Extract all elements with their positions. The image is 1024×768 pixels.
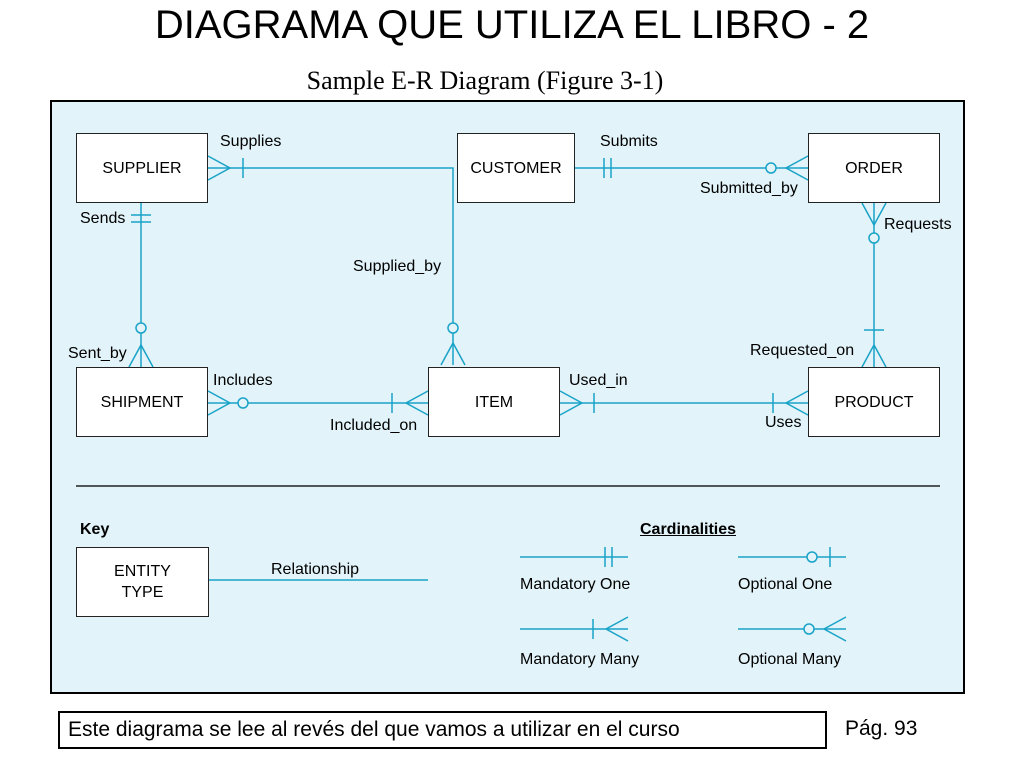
rel-order-product <box>861 202 887 368</box>
cardinalities-heading: Cardinalities <box>640 521 737 538</box>
key-entity-type: ENTITY TYPE <box>76 547 209 617</box>
entity-customer: CUSTOMER <box>457 133 575 203</box>
rel-shipment-item <box>207 390 429 416</box>
optional-many-label: Optional Many <box>738 651 842 668</box>
entity-supplier: SUPPLIER <box>76 133 208 203</box>
figure-subtitle: Sample E-R Diagram (Figure 3-1) <box>306 66 664 95</box>
label-used-in: Used_in <box>569 372 628 389</box>
rel-customer-order <box>575 155 809 181</box>
footer-note: Este diagrama se lee al revés del que va… <box>58 711 827 749</box>
key-relationship-label: Relationship <box>271 561 360 578</box>
label-sent-by: Sent_by <box>68 345 127 362</box>
rel-supplier-item <box>207 155 466 366</box>
label-supplied-by: Supplied_by <box>353 258 442 275</box>
label-uses: Uses <box>765 414 802 431</box>
optional-many-symbol <box>738 616 847 642</box>
mandatory-one-symbol <box>520 547 628 567</box>
optional-one-label: Optional One <box>738 576 833 593</box>
label-included-on: Included_on <box>330 417 418 434</box>
entity-item: ITEM <box>428 367 560 437</box>
key-heading: Key <box>80 521 110 538</box>
mandatory-many-label: Mandatory Many <box>520 651 640 668</box>
label-submits: Submits <box>600 133 658 150</box>
optional-one-symbol <box>738 547 846 567</box>
label-submitted-by: Submitted_by <box>700 180 798 197</box>
entity-product: PRODUCT <box>808 367 940 437</box>
slide-title: DIAGRAMA QUE UTILIZA EL LIBRO - 2 <box>154 3 870 47</box>
entity-shipment: SHIPMENT <box>76 367 208 437</box>
label-includes: Includes <box>213 372 273 389</box>
label-supplies: Supplies <box>220 133 282 150</box>
entity-order: ORDER <box>808 133 940 203</box>
mandatory-many-symbol <box>520 616 629 642</box>
page-reference: Pág. 93 <box>845 717 918 740</box>
label-sends: Sends <box>80 210 126 227</box>
label-requests: Requests <box>884 216 952 233</box>
rel-supplier-shipment <box>128 203 154 368</box>
label-requested-on: Requested_on <box>750 342 855 359</box>
rel-item-product <box>559 390 809 416</box>
mandatory-one-label: Mandatory One <box>520 576 631 593</box>
